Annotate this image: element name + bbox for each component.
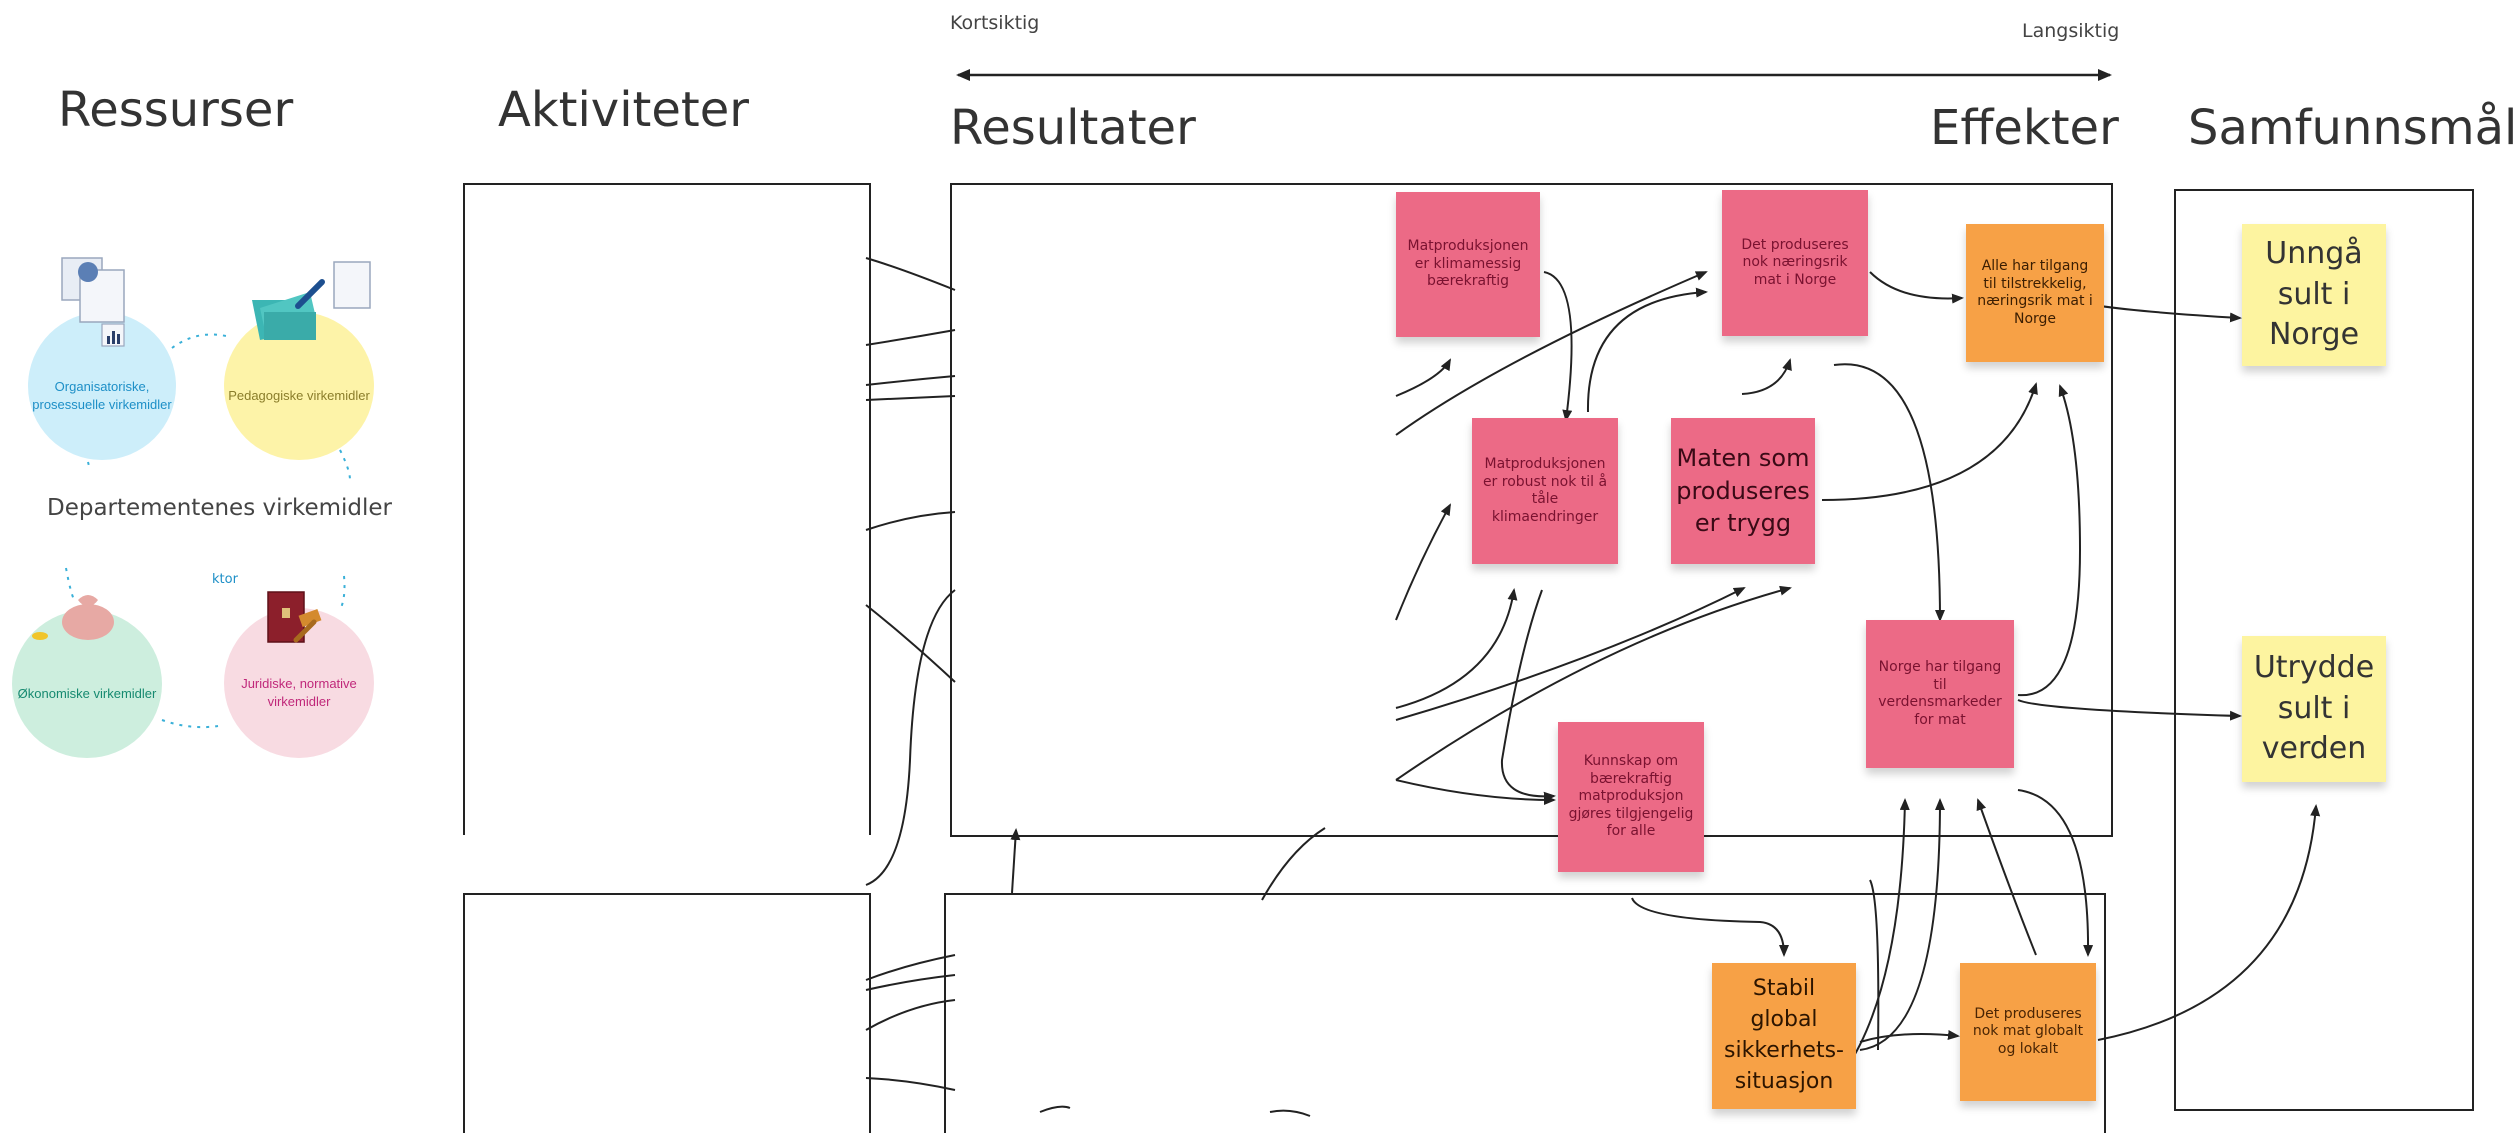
aktiviteter-frame-bottom (463, 893, 871, 1133)
resource-circle-okonomiske: Økonomiske virkemidler (12, 610, 162, 758)
note-trygg: Maten som produseres er trygg (1671, 418, 1815, 564)
note-klimamessig: Matproduksjonen er klimamessig bærekraft… (1396, 192, 1540, 337)
note-robust: Matproduksjonen er robust nok til å tåle… (1472, 418, 1618, 564)
heading-resultater: Resultater (950, 100, 1196, 156)
note-naeringsrik: Det produseres nok næringsrik mat i Norg… (1722, 190, 1868, 336)
resources-fragment-label: ktor (212, 572, 238, 587)
note-unnga-sult: Unngå sult i Norge (2242, 224, 2386, 366)
resultater-frame-bottom (944, 893, 2106, 1133)
timeline-long-label: Langsiktig (2022, 20, 2120, 42)
resultater-frame (950, 183, 2113, 837)
note-stabil: Stabil global sikkerhets-situasjon (1712, 963, 1856, 1109)
resource-circle-pedagogiske: Pedagogiske virkemidler (224, 312, 374, 460)
timeline-short-label: Kortsiktig (950, 12, 1040, 34)
resource-circle-juridiske: Juridiske, normative virkemidler (224, 608, 374, 758)
note-globalt: Det produseres nok mat globalt og lokalt (1960, 963, 2096, 1101)
note-verdensmarkeder: Norge har tilgang til verdensmarkeder fo… (1866, 620, 2014, 768)
resource-circle-organisatoriske: Organisatoriske, prosessuelle virkemidle… (28, 312, 176, 460)
resources-center-label: Departementenes virkemidler (47, 495, 392, 521)
aktiviteter-frame-top (463, 183, 871, 835)
note-kunnskap: Kunnskap om bærekraftig matproduksjon gj… (1558, 722, 1704, 872)
heading-samfunnsmal: Samfunnsmål (2188, 100, 2514, 156)
note-utrydde-sult: Utrydde sult i verden (2242, 636, 2386, 782)
samfunnsmal-frame (2174, 189, 2474, 1111)
note-tilgang: Alle har tilgang til tilstrekkelig, næri… (1966, 224, 2104, 362)
heading-aktiviteter: Aktiviteter (498, 82, 749, 138)
heading-ressurser: Ressurser (58, 82, 294, 138)
heading-effekter: Effekter (1930, 100, 2119, 156)
